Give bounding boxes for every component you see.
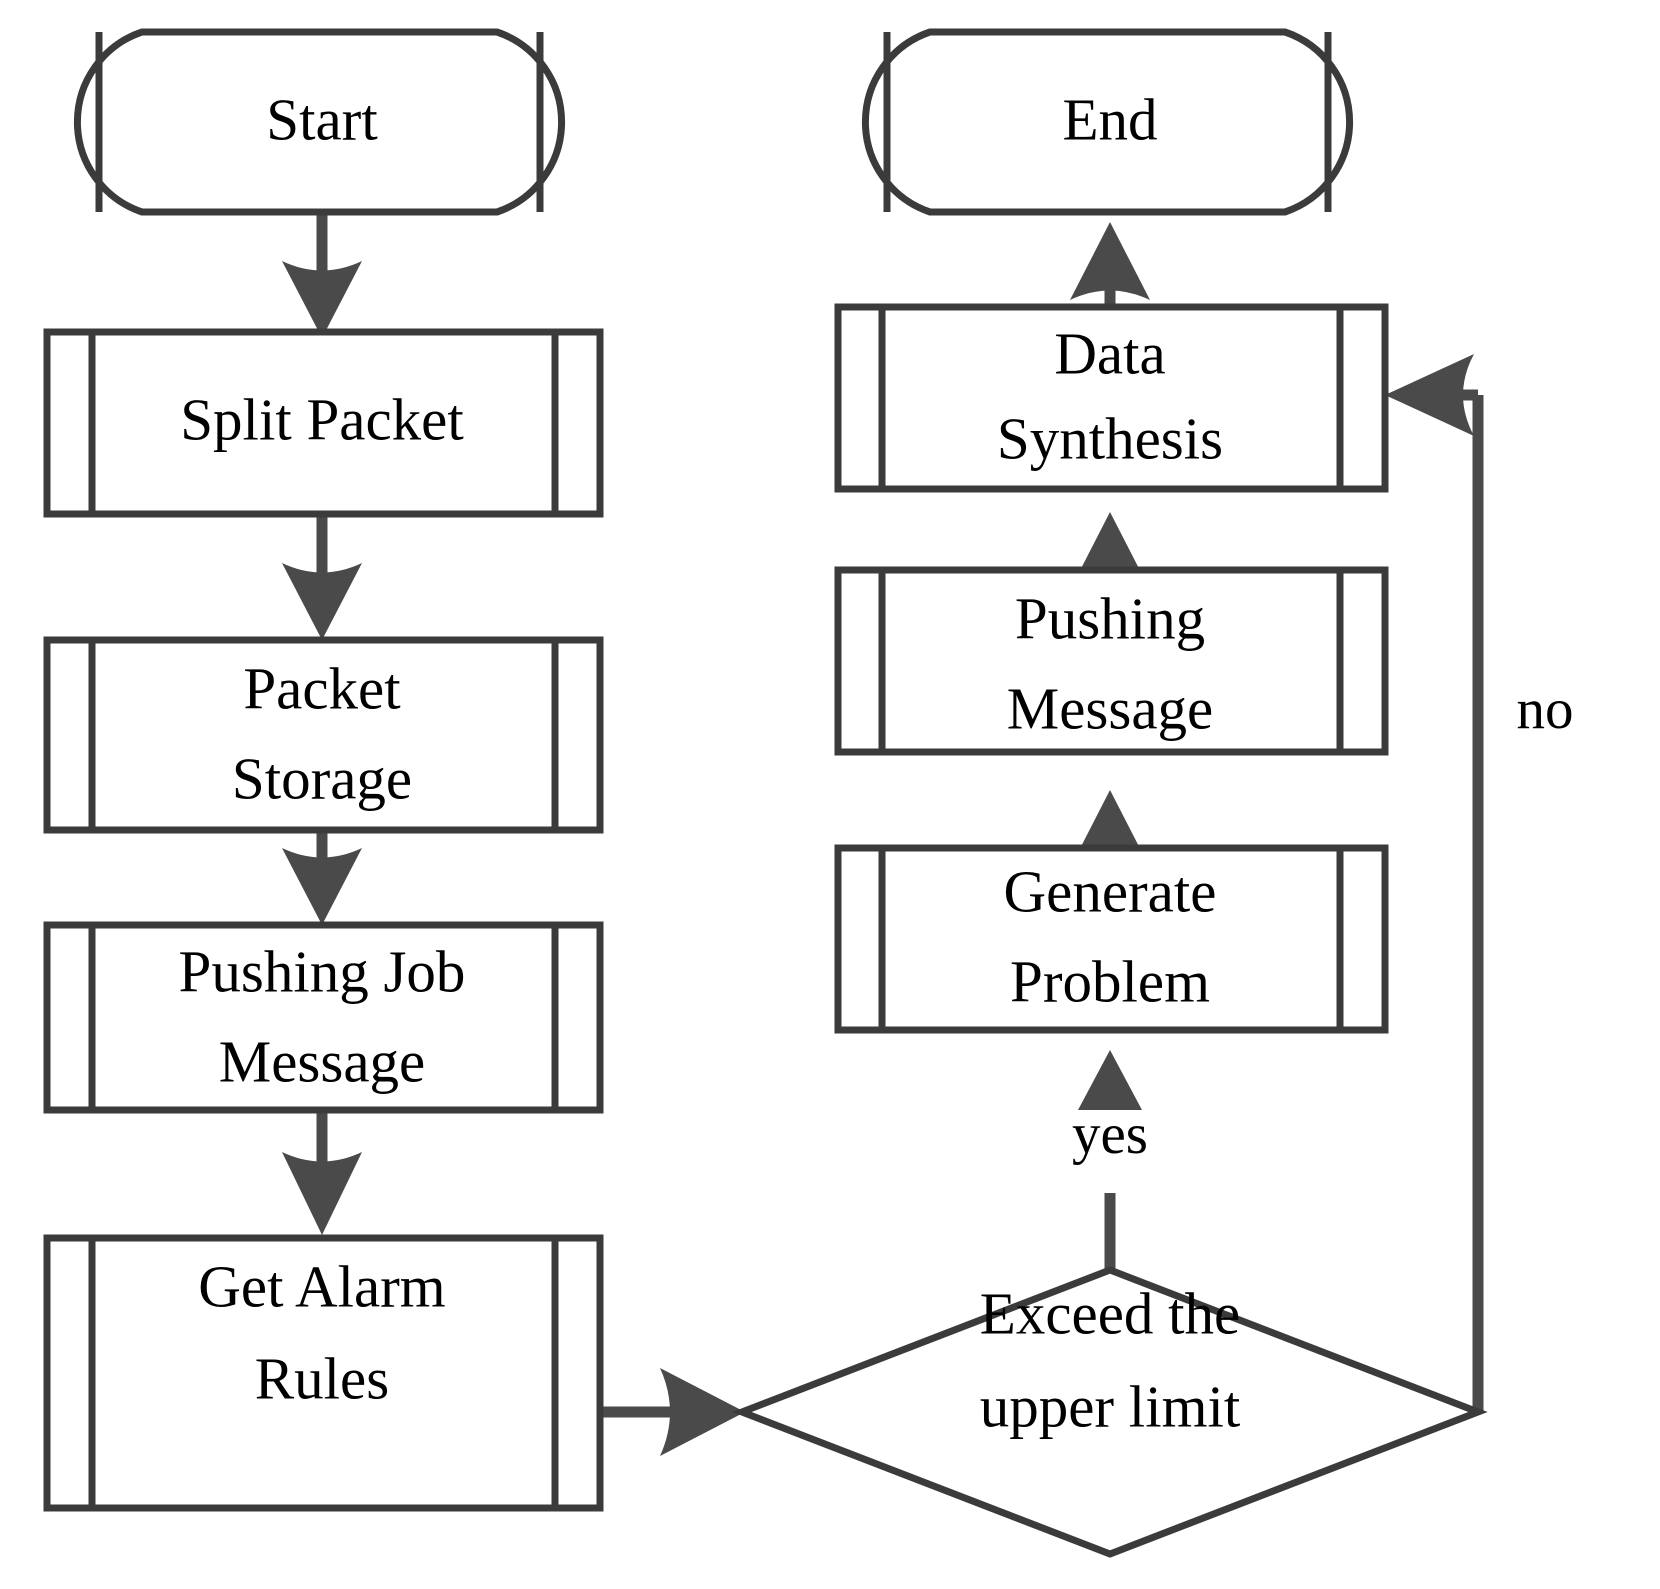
node-packet-storage-label-line1: Packet (243, 656, 401, 722)
node-generate-problem[interactable]: Generate Problem (834, 844, 1389, 1034)
node-exceed-upper-limit-label-line2: upper limit (980, 1374, 1241, 1440)
node-pushing-job-message-label-line1: Pushing Job (179, 939, 466, 1005)
node-get-alarm-rules-label-line2: Rules (255, 1346, 389, 1412)
node-exceed-upper-limit-label-line1: Exceed the (980, 1281, 1240, 1347)
node-end-label: End (1062, 87, 1157, 153)
node-start[interactable]: Start (73, 28, 566, 216)
node-get-alarm-rules-label-line1: Get Alarm (198, 1254, 445, 1320)
node-pushing-job-message[interactable]: Pushing Job Message (43, 921, 604, 1114)
edge-get-alarm-rules-to-exceed-upper-limit (600, 1368, 745, 1456)
node-packet-storage[interactable]: Packet Storage (43, 636, 604, 834)
edge-exceed-upper-limit-to-generate-problem (1078, 1050, 1142, 1270)
edge-pushing-job-message-to-get-alarm-rules (282, 1110, 362, 1235)
edge-start-to-split-packet (282, 214, 362, 338)
node-start-label: Start (266, 87, 378, 153)
node-pushing-job-message-label-line2: Message (219, 1029, 425, 1095)
edge-exceed-upper-limit-to-data-synthesis (1385, 354, 1484, 1412)
node-split-packet[interactable]: Split Packet (43, 328, 604, 518)
node-pushing-message[interactable]: Pushing Message (834, 566, 1389, 756)
node-end[interactable]: End (861, 28, 1354, 216)
edge-label-no: no (1517, 678, 1574, 741)
node-data-synthesis-label-line2: Synthesis (997, 406, 1223, 472)
edge-data-synthesis-to-end (1070, 222, 1150, 307)
node-pushing-message-label-line2: Message (1007, 676, 1213, 742)
edge-label-yes: yes (1072, 1103, 1148, 1166)
node-data-synthesis[interactable]: Data Synthesis (834, 303, 1389, 493)
edge-split-packet-to-packet-storage (282, 514, 362, 640)
node-get-alarm-rules[interactable]: Get Alarm Rules (43, 1234, 604, 1512)
node-split-packet-label: Split Packet (180, 387, 464, 453)
node-packet-storage-label-line2: Storage (232, 746, 412, 812)
node-exceed-upper-limit[interactable]: Exceed the upper limit (732, 1266, 1488, 1558)
node-generate-problem-label-line2: Problem (1010, 949, 1210, 1015)
node-pushing-message-label-line1: Pushing (1015, 586, 1205, 652)
edge-packet-storage-to-pushing-job-message (282, 830, 362, 925)
node-generate-problem-label-line1: Generate (1004, 859, 1217, 925)
node-data-synthesis-label-line1: Data (1054, 321, 1165, 387)
